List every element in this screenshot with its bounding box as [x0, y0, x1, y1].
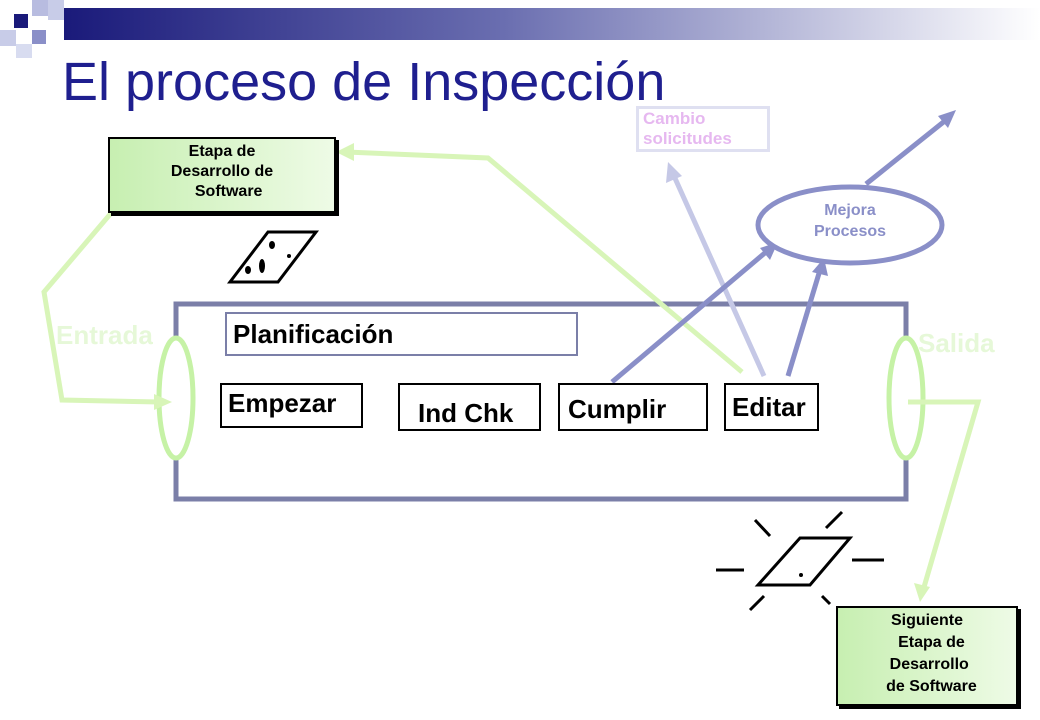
salida-ellipse: [886, 335, 926, 461]
empezar-box: Empezar: [220, 383, 363, 428]
siguiente-box: Siguiente Etapa de Desarrollo de Softwar…: [836, 606, 1018, 706]
entrada-ellipse: [156, 335, 196, 461]
arrowhead-siguiente: [914, 583, 930, 602]
entrada-label: Entrada: [56, 320, 153, 350]
editar-box: Editar: [724, 383, 819, 431]
editar-to-mejora-line: [785, 269, 823, 377]
result-dot-icon: [799, 573, 803, 577]
ind-chk-box: Ind Chk: [398, 383, 541, 431]
planificacion-box: Planificación: [225, 312, 578, 356]
inspection-sheet-icon: [226, 230, 320, 284]
mejora-label: Mejora Procesos: [813, 202, 887, 240]
arrowhead-etapa: [336, 143, 354, 161]
etapa-box: Etapa de Desarrollo de Software: [108, 137, 336, 213]
arrowhead-outside: [938, 110, 956, 128]
entrada-flow-line: [41, 210, 161, 405]
blue-flow-lines: [610, 118, 948, 384]
arrowhead-entrada: [154, 394, 172, 410]
eyes-icon: [245, 241, 291, 274]
arrowhead-cambio: [666, 162, 682, 183]
green-flow-lines: [41, 149, 982, 595]
salida-to-siguiente-line: [908, 399, 982, 595]
salida-label: Salida: [918, 328, 995, 358]
result-sheet-icon: [716, 510, 884, 612]
editar-to-cambio-line: [671, 174, 767, 378]
page-title: El proceso de Inspección: [62, 52, 666, 112]
mejora-ellipse: [755, 184, 945, 266]
mejora-to-outside-line: [864, 118, 948, 186]
cumplir-to-mejora-line: [610, 250, 768, 384]
cambio-box: Cambio solicitudes: [636, 106, 770, 152]
editar-to-etapa-line: [345, 149, 744, 374]
cumplir-box: Cumplir: [558, 383, 708, 431]
